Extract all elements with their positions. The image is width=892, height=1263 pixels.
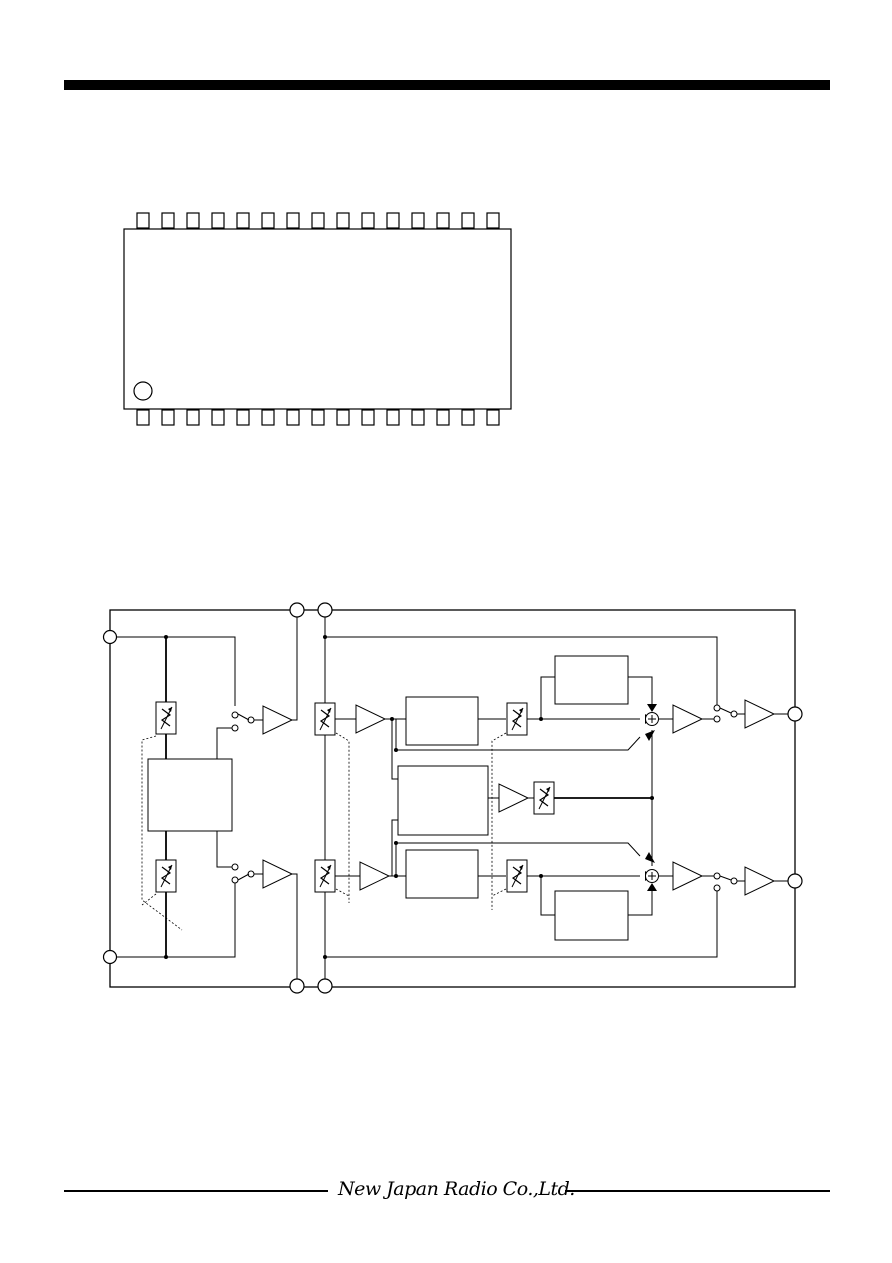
package-pin-top: [311, 212, 325, 229]
pin-row-bottom: [136, 409, 500, 426]
amplifier-triangle-icon: [262, 859, 293, 889]
package-pin-top: [161, 212, 175, 229]
variable-resistor-icon: [506, 859, 528, 893]
pin1-index-mark: [133, 381, 153, 401]
footer-rule-right: [565, 1190, 830, 1192]
company-logo: New Japan Radio Co.,Ltd.: [338, 1178, 575, 1200]
package-pin-top: [286, 212, 300, 229]
filter-block-lower: [554, 890, 629, 941]
summing-node-icon: [645, 869, 659, 883]
amplifier-triangle-icon: [744, 699, 775, 729]
package-pin-top: [486, 212, 500, 229]
amplifier-triangle-icon: [498, 783, 529, 813]
package-pin-bottom: [286, 409, 300, 426]
package-pin-bottom: [386, 409, 400, 426]
package-pin-bottom: [336, 409, 350, 426]
variable-resistor-icon: [314, 859, 336, 893]
header-rule: [64, 80, 830, 90]
variable-resistor-icon: [506, 702, 528, 736]
package-pin-bottom: [261, 409, 275, 426]
package-pin-top: [336, 212, 350, 229]
amplifier-triangle-icon: [672, 704, 703, 734]
amplifier-triangle-icon: [744, 866, 775, 896]
input-selector-block: [147, 758, 233, 832]
package-body: [123, 228, 512, 410]
package-pin-top: [461, 212, 475, 229]
package-pin-top: [211, 212, 225, 229]
variable-resistor-icon: [155, 859, 177, 893]
amplifier-triangle-icon: [262, 705, 293, 735]
footer-rule-left: [64, 1190, 328, 1192]
variable-resistor-icon: [314, 702, 336, 736]
package-pin-bottom: [211, 409, 225, 426]
package-pin-top: [261, 212, 275, 229]
package-pin-top: [386, 212, 400, 229]
process-block-center: [397, 765, 489, 836]
package-pin-bottom: [161, 409, 175, 426]
variable-resistor-icon: [155, 701, 177, 735]
package-pin-bottom: [136, 409, 150, 426]
package-pin-bottom: [436, 409, 450, 426]
process-block-lower: [405, 849, 479, 899]
package-pin-top: [436, 212, 450, 229]
package-pin-top: [186, 212, 200, 229]
package-pin-top: [236, 212, 250, 229]
package-pin-bottom: [486, 409, 500, 426]
diagram-frame: [109, 609, 796, 988]
amplifier-triangle-icon: [359, 861, 390, 891]
package-pin-bottom: [311, 409, 325, 426]
package-pin-top: [136, 212, 150, 229]
package-pin-bottom: [186, 409, 200, 426]
filter-block-upper: [554, 655, 629, 705]
package-pin-bottom: [236, 409, 250, 426]
package-pin-top: [361, 212, 375, 229]
package-pin-bottom: [411, 409, 425, 426]
pin-row-top: [136, 212, 500, 229]
summing-node-icon: [645, 712, 659, 726]
process-block-upper: [405, 696, 479, 746]
package-pin-top: [411, 212, 425, 229]
amplifier-triangle-icon: [355, 704, 386, 734]
variable-resistor-icon: [533, 781, 555, 815]
package-pin-bottom: [361, 409, 375, 426]
amplifier-triangle-icon: [672, 861, 703, 891]
package-pin-bottom: [461, 409, 475, 426]
